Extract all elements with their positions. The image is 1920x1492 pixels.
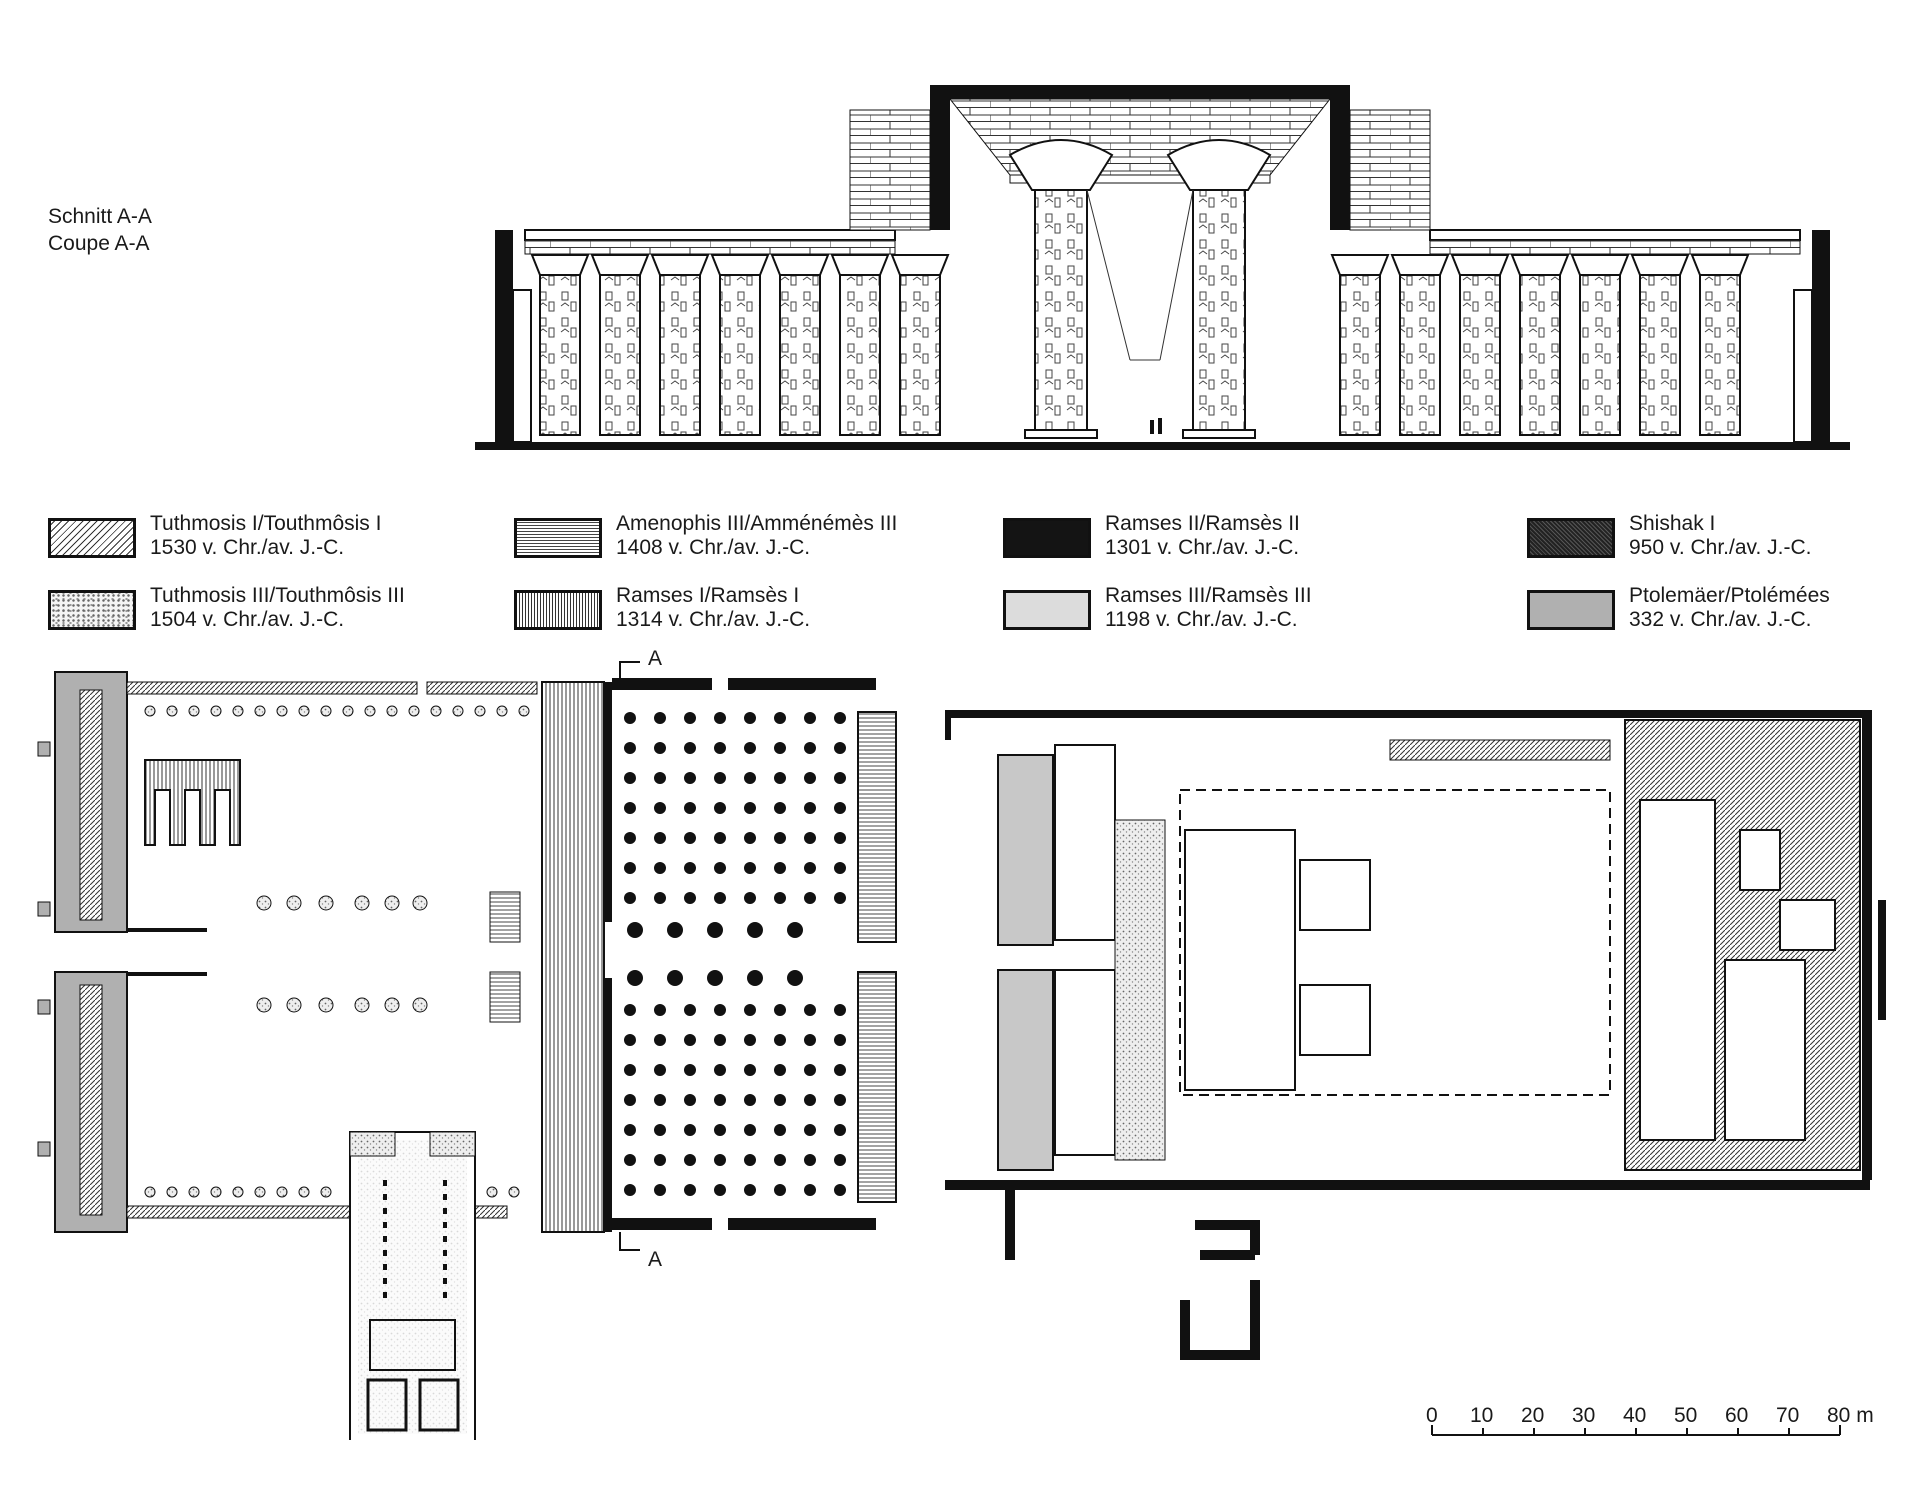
legend-item-ptolemies: Ptolemäer/Ptolémées 332 v. Chr./av. J.-C… bbox=[1527, 584, 1907, 640]
legend-swatch-medium-grey bbox=[1527, 590, 1615, 630]
section-title: Schnitt A-A Coupe A-A bbox=[48, 203, 152, 257]
legend-date: 1314 v. Chr./av. J.-C. bbox=[616, 608, 811, 631]
legend-date: 1504 v. Chr./av. J.-C. bbox=[150, 608, 345, 631]
southern-outbuildings bbox=[1005, 1190, 1260, 1360]
legend-date: 1408 v. Chr./av. J.-C. bbox=[616, 536, 811, 559]
scale-tick-label: 0 bbox=[1426, 1404, 1438, 1427]
legend-label: Ramses II/Ramsès II bbox=[1105, 512, 1300, 535]
legend-label: Tuthmosis III/Touthmôsis III bbox=[150, 584, 405, 607]
legend-label: Amenophis III/Amménémès III bbox=[616, 512, 898, 535]
legend-date: 332 v. Chr./av. J.-C. bbox=[1629, 608, 1812, 631]
legend-label: Tuthmosis I/Touthmôsis I bbox=[150, 512, 382, 535]
eastern-temple-complex bbox=[945, 710, 1886, 1190]
scale-tick-label: 20 bbox=[1521, 1404, 1545, 1427]
legend-swatch-solid-black bbox=[1003, 518, 1091, 558]
ramses-iii-temple bbox=[349, 1131, 476, 1440]
triple-shrine bbox=[144, 759, 241, 846]
hypostyle-columns bbox=[624, 712, 846, 1196]
legend-label: Ptolemäer/Ptolémées bbox=[1629, 584, 1830, 607]
legend-label: Shishak I bbox=[1629, 512, 1716, 535]
legend-item-ramses-3: Ramses III/Ramsès III 1198 v. Chr./av. J… bbox=[1003, 584, 1443, 640]
legend-label: Ramses I/Ramsès I bbox=[616, 584, 800, 607]
legend-swatch-horizontal-hatch bbox=[514, 518, 602, 558]
legend-item-tuthmosis-1: Tuthmosis I/Touthmôsis I 1530 v. Chr./av… bbox=[48, 512, 488, 568]
west-pylon bbox=[37, 671, 128, 1233]
right-colonnade bbox=[1330, 254, 1750, 436]
legend-item-ramses-2: Ramses II/Ramsès II 1301 v. Chr./av. J.-… bbox=[1003, 512, 1443, 568]
legend-item-amenophis-3: Amenophis III/Amménémès III 1408 v. Chr.… bbox=[514, 512, 954, 568]
scale-tick-label: 40 bbox=[1623, 1404, 1647, 1427]
second-pylon bbox=[489, 681, 612, 1233]
legend-item-shishak-1: Shishak I 950 v. Chr./av. J.-C. bbox=[1527, 512, 1907, 568]
legend-date: 1198 v. Chr./av. J.-C. bbox=[1105, 608, 1298, 631]
scale-bar bbox=[1431, 1425, 1841, 1436]
section-elevation-drawing bbox=[475, 85, 1850, 450]
section-title-de: Schnitt A-A bbox=[48, 205, 152, 228]
scale-tick-label: 70 bbox=[1776, 1404, 1800, 1427]
scale-tick-label: 80 m bbox=[1827, 1404, 1874, 1427]
legend-date: 950 v. Chr./av. J.-C. bbox=[1629, 536, 1812, 559]
legend-swatch-stipple bbox=[48, 590, 136, 630]
legend-swatch-vertical-hatch bbox=[514, 590, 602, 630]
legend-swatch-light-grey bbox=[1003, 590, 1091, 630]
legend-swatch-dark-cross-hatch bbox=[1527, 518, 1615, 558]
section-marker-bottom: A bbox=[648, 1248, 663, 1271]
section-title-fr: Coupe A-A bbox=[48, 232, 150, 255]
section-marker-top: A bbox=[648, 647, 663, 670]
scale-tick-label: 30 bbox=[1572, 1404, 1596, 1427]
scale-tick-label: 50 bbox=[1674, 1404, 1698, 1427]
temple-floor-plan bbox=[37, 661, 1886, 1440]
scale-tick-label: 60 bbox=[1725, 1404, 1749, 1427]
human-figures bbox=[1150, 418, 1162, 434]
central-columns bbox=[1008, 139, 1272, 439]
legend-item-tuthmosis-3: Tuthmosis III/Touthmôsis III 1504 v. Chr… bbox=[48, 584, 488, 640]
legend-date: 1301 v. Chr./av. J.-C. bbox=[1105, 536, 1300, 559]
court-colonnade bbox=[144, 705, 530, 1198]
scale-tick-label: 10 bbox=[1470, 1404, 1494, 1427]
legend-item-ramses-1: Ramses I/Ramsès I 1314 v. Chr./av. J.-C. bbox=[514, 584, 954, 640]
legend-date: 1530 v. Chr./av. J.-C. bbox=[150, 536, 345, 559]
legend-swatch-diagonal-hatch bbox=[48, 518, 136, 558]
legend-label: Ramses III/Ramsès III bbox=[1105, 584, 1312, 607]
left-colonnade bbox=[530, 254, 950, 436]
